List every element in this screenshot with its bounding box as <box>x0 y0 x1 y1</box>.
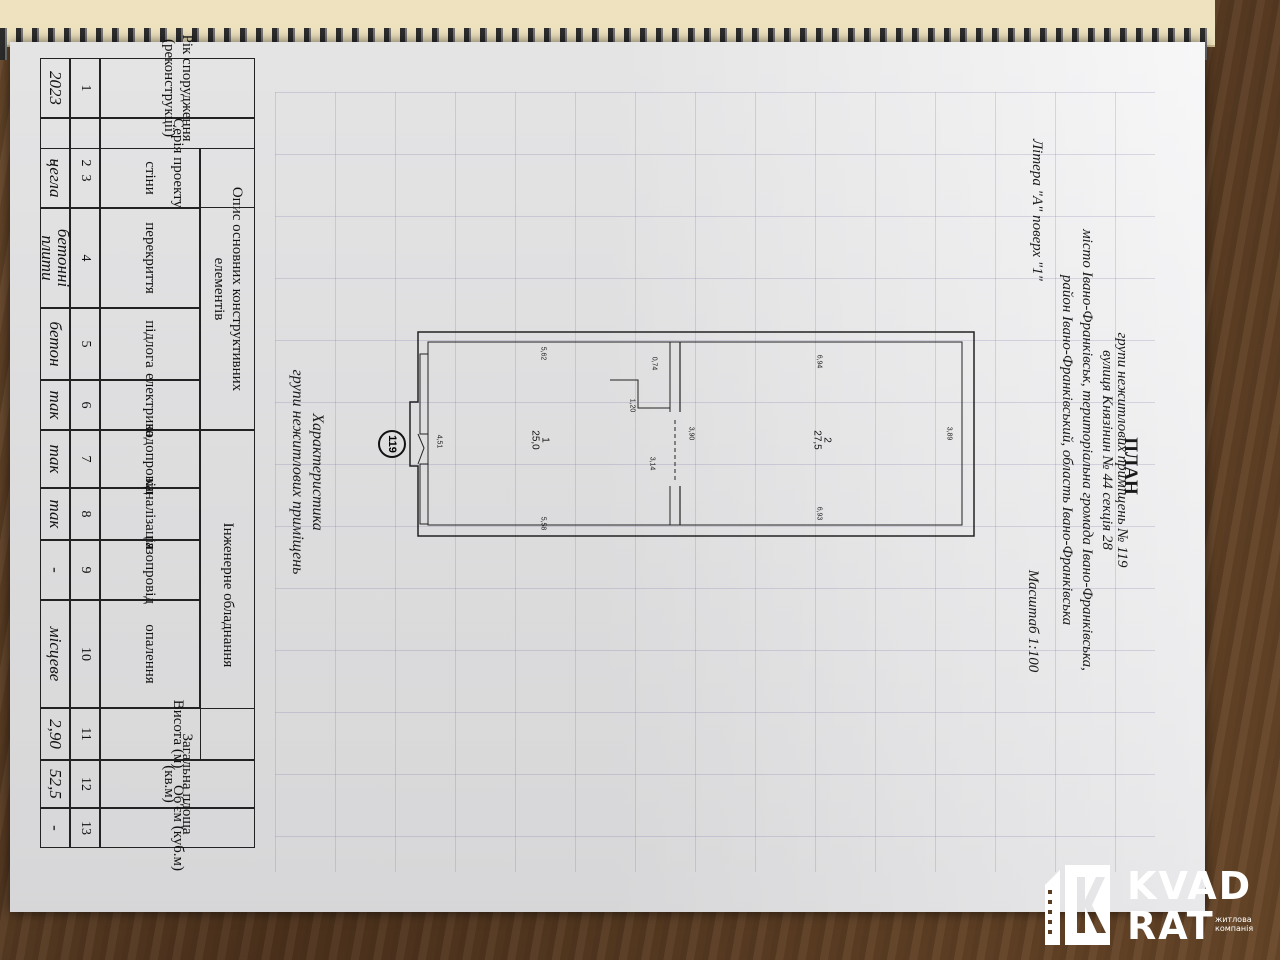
column-value: місцеве <box>40 600 70 708</box>
column-index: 12 <box>70 760 100 808</box>
column-index: 4 <box>70 208 100 308</box>
grid-background <box>275 92 1155 872</box>
characteristics-table: Опис основних конструктивних елементів І… <box>38 35 255 871</box>
logo-word-top: KVAD <box>1127 864 1253 908</box>
column-index: 10 <box>70 600 100 708</box>
column-value: бетонні плити <box>38 208 73 308</box>
logo-word-bottom: RAT <box>1127 904 1215 948</box>
column-value: - <box>40 540 70 600</box>
address-region: район Івано-Франківський, область Івано-… <box>1059 274 1075 626</box>
column-value: цегла <box>40 148 70 208</box>
dim-label: 3,90 <box>687 426 695 441</box>
column-value: бетон <box>40 308 70 380</box>
dim-label: 4,51 <box>435 434 443 449</box>
column-header: Загальна площа (кв.м) <box>100 733 255 835</box>
column-header: Висота (м) <box>100 700 255 768</box>
room-1-label: 1 25,0 <box>529 430 551 450</box>
column-index: 3 <box>70 148 100 208</box>
column-header: Об'єм (куб.м) <box>100 785 255 871</box>
dim-label: 5,58 <box>539 516 547 531</box>
column-header: підлога <box>100 308 200 380</box>
column-value: - <box>40 808 70 848</box>
column-index: 7 <box>70 430 100 488</box>
column-index: 11 <box>70 708 100 760</box>
address-city: місто Івано-Франківськ, територіальна гр… <box>1079 229 1095 671</box>
litera-floor: Літера "А" поверх "1" <box>1029 139 1045 281</box>
column-value: так <box>40 430 70 488</box>
kvadrat-logo: KVAD RAT житлова компанія <box>1035 845 1265 945</box>
column-index: 1 <box>70 58 100 118</box>
column-value: 2023 <box>40 58 70 118</box>
column-header: стіни <box>100 148 200 208</box>
room-2-label: 2 27,5 <box>811 430 833 450</box>
room-number: 1 <box>539 437 551 443</box>
dim-label: 1,20 <box>628 398 636 413</box>
address-street: вулиця Князінин № 44 секція 28 <box>1099 350 1115 550</box>
column-index: 9 <box>70 540 100 600</box>
column-value: так <box>40 488 70 540</box>
floor-plan: 5,62 0,74 6,94 1,20 3,90 3,89 4,51 3,14 … <box>378 330 990 540</box>
column-value: 52,5 <box>40 760 70 808</box>
column-index: 13 <box>70 808 100 848</box>
room-area: 27,5 <box>811 430 823 450</box>
characteristic-title: Характеристика групи нежитлових приміщен… <box>283 362 327 582</box>
scale-label: Масштаб 1:100 <box>1025 569 1041 673</box>
column-header: газопровід <box>100 536 200 604</box>
column-header: Рік спорудження (реконструкції) <box>100 35 255 142</box>
room-area: 25,0 <box>529 430 541 450</box>
column-value: 2,90 <box>40 708 70 760</box>
column-header: каналізація <box>100 478 200 550</box>
column-value: так <box>40 380 70 430</box>
dim-label: 3,14 <box>648 456 656 471</box>
column-header: опалення <box>100 600 200 708</box>
dim-label: 6,93 <box>815 506 823 521</box>
room-number: 2 <box>821 437 833 443</box>
column-index: 6 <box>70 380 100 430</box>
column-header: водопровід <box>100 423 200 495</box>
characteristic-title-line1: Характеристика <box>309 413 326 531</box>
document-page <box>10 42 1205 912</box>
building-k-icon <box>1045 865 1110 945</box>
dim-label: 3,89 <box>945 426 953 441</box>
column-index: 5 <box>70 308 100 380</box>
unit-number: 119 <box>386 435 398 453</box>
dim-label: 0,74 <box>650 356 658 371</box>
column-index: 8 <box>70 488 100 540</box>
column-header: перекриття <box>100 208 200 308</box>
column-header: електрика <box>100 373 200 437</box>
dim-label: 6,94 <box>815 354 823 369</box>
logo-tagline: житлова компанія <box>1215 915 1254 933</box>
characteristic-title-line2: групи нежитлових приміщень <box>289 369 306 575</box>
unit-number-badge: 119 <box>378 430 406 458</box>
dim-label: 5,62 <box>539 346 547 361</box>
group-header-construction: Опис основних конструктивних елементів <box>200 148 255 430</box>
floor-plan-drawing <box>409 331 975 537</box>
